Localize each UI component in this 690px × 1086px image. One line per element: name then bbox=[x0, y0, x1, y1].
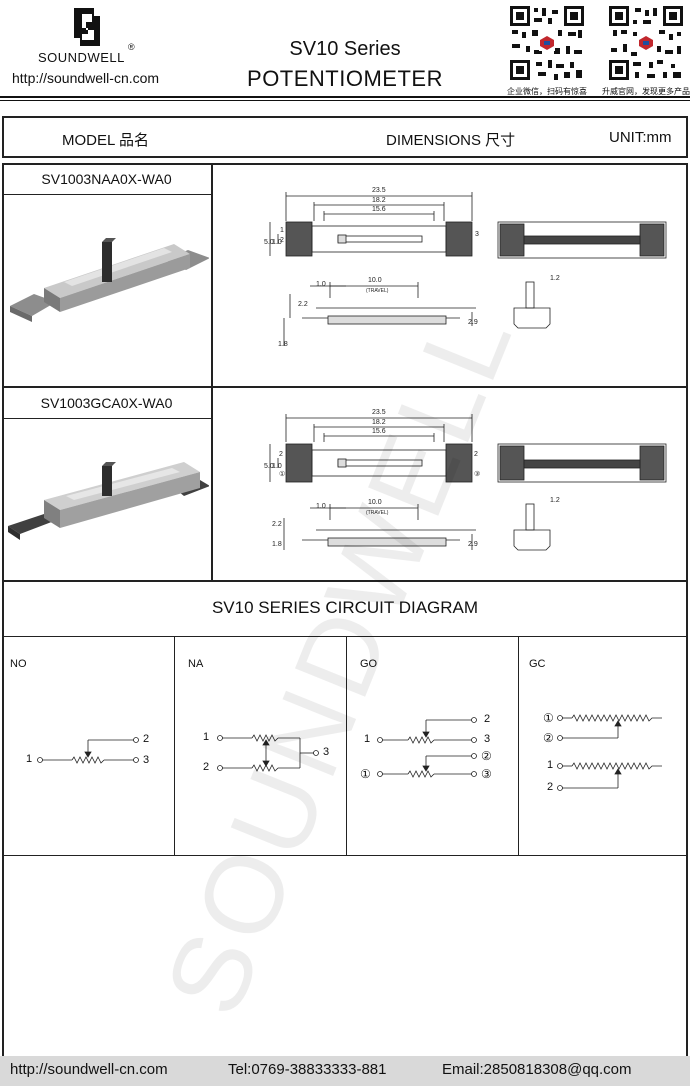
pin-label: ② bbox=[543, 731, 554, 745]
registered-mark: ® bbox=[128, 42, 135, 52]
circuit-label-go: GO bbox=[360, 658, 378, 670]
circuit-row-top bbox=[2, 636, 688, 637]
pin-label: 3 bbox=[475, 231, 479, 238]
pin-label: 2 bbox=[279, 451, 283, 458]
column-divider bbox=[211, 163, 213, 582]
dim-1-0b: 1.0 bbox=[316, 281, 326, 288]
circuit-gc: ① ② 1 2 bbox=[538, 706, 678, 796]
pin-label: ① bbox=[543, 711, 554, 725]
dimensions-column-header: DIMENSIONS 尺寸 bbox=[386, 132, 516, 149]
dim-5-0: 5.0 bbox=[264, 239, 274, 246]
soundwell-logo bbox=[72, 6, 102, 50]
circuit-label-gc: GC bbox=[529, 658, 546, 670]
dim-23-5: 23.5 bbox=[372, 187, 386, 194]
pin-label: 1 bbox=[547, 759, 554, 771]
model-label-underline bbox=[2, 418, 211, 419]
model-column-header: MODEL 品名 bbox=[62, 132, 149, 149]
circuit-go: 1 2 3 ① ② ③ bbox=[356, 712, 514, 788]
circuit-label-no: NO bbox=[10, 658, 27, 670]
dim-1-8: 1.8 bbox=[272, 541, 282, 548]
product-photo-naa bbox=[4, 220, 210, 330]
table-header-row bbox=[2, 116, 688, 158]
pin-label: 3 bbox=[484, 733, 491, 745]
circuit-diagram-title: SV10 SERIES CIRCUIT DIAGRAM bbox=[211, 598, 479, 617]
dim-5-0: 5.0 bbox=[264, 463, 274, 470]
dim-travel: 10.0 bbox=[368, 277, 382, 284]
row-divider bbox=[2, 386, 688, 388]
travel-note: (TRAVEL) bbox=[366, 510, 389, 516]
circuit-col-divider bbox=[518, 636, 519, 855]
qr-caption-wechat: 企业微信，扫码有惊喜 bbox=[507, 87, 587, 96]
dimension-drawing-naa: 23.5 18.2 15.6 5.0 1.0 1 2 3 10.0 (TRAVE… bbox=[250, 176, 680, 376]
circuit-col-divider bbox=[174, 636, 175, 855]
footer-email[interactable]: Email:2850818308@qq.com bbox=[442, 1061, 632, 1078]
pin-label: 1 bbox=[26, 753, 33, 765]
dim-18-2: 18.2 bbox=[372, 419, 386, 426]
dim-23-5: 23.5 bbox=[372, 409, 386, 416]
model-label-underline bbox=[2, 194, 211, 195]
pin-label: 1 bbox=[364, 733, 371, 745]
dim-1-2: 1.2 bbox=[550, 275, 560, 282]
header-divider bbox=[0, 96, 690, 98]
pin-label: 2 bbox=[547, 781, 554, 793]
qr-code-wechat bbox=[508, 4, 586, 82]
pin-label: 2 bbox=[143, 733, 150, 745]
header-divider-thin bbox=[0, 100, 690, 101]
dim-2-9: 2.9 bbox=[468, 541, 478, 548]
circuit-label-na: NA bbox=[188, 658, 204, 670]
dim-18-2: 18.2 bbox=[372, 197, 386, 204]
unit-label: UNIT:mm bbox=[609, 129, 672, 146]
dim-15-6: 15.6 bbox=[372, 206, 386, 213]
dimension-drawing-gca: 23.5 18.2 15.6 5.0 1.0 2 ① 2 ③ 10.0 (TRA… bbox=[250, 400, 680, 570]
dim-2-2: 2.2 bbox=[272, 521, 282, 528]
travel-note: (TRAVEL) bbox=[366, 288, 389, 294]
circuit-no: 1 2 3 bbox=[10, 720, 170, 780]
pin-label: ① bbox=[360, 767, 371, 781]
circuit-na: 1 2 3 bbox=[190, 724, 340, 784]
model-name: SV1003NAA0X-WA0 bbox=[41, 171, 172, 187]
dim-2-2: 2.2 bbox=[298, 301, 308, 308]
pin-label: 3 bbox=[323, 746, 330, 758]
model-name: SV1003GCA0X-WA0 bbox=[40, 395, 173, 411]
dim-1-0: 1.0 bbox=[272, 239, 282, 246]
header-url[interactable]: http://soundwell-cn.com bbox=[12, 70, 160, 86]
dim-15-6: 15.6 bbox=[372, 428, 386, 435]
dim-1-8: 1.8 bbox=[278, 341, 288, 348]
dim-1-0: 1.0 bbox=[272, 463, 282, 470]
pin-label: 2 bbox=[484, 713, 491, 725]
dim-1-0b: 1.0 bbox=[316, 503, 326, 510]
series-title: SV10 Series bbox=[289, 38, 401, 60]
pin-label: 2 bbox=[280, 237, 284, 244]
circuit-row-bottom bbox=[2, 855, 688, 856]
pin-label: 1 bbox=[203, 731, 210, 743]
pin-label: ① bbox=[279, 470, 285, 478]
footer-bar: http://soundwell-cn.com Tel:0769-3883333… bbox=[0, 1056, 690, 1086]
product-title: POTENTIOMETER bbox=[247, 66, 443, 91]
row-divider bbox=[2, 580, 688, 582]
dim-travel: 10.0 bbox=[368, 499, 382, 506]
pin-label: ③ bbox=[481, 767, 492, 781]
pin-label: 1 bbox=[280, 227, 284, 234]
brand-name: SOUNDWELL bbox=[38, 50, 125, 65]
pin-label: 2 bbox=[203, 761, 210, 773]
dim-1-2: 1.2 bbox=[550, 497, 560, 504]
pin-label: ② bbox=[481, 749, 492, 763]
pin-label: 3 bbox=[143, 754, 150, 766]
qr-code-website bbox=[607, 4, 685, 82]
dim-2-9: 2.9 bbox=[468, 319, 478, 326]
product-photo-gca bbox=[4, 448, 210, 558]
qr-caption-website: 升威官网，发现更多产品 bbox=[602, 87, 690, 96]
circuit-col-divider bbox=[346, 636, 347, 855]
pin-label: 2 bbox=[474, 451, 478, 458]
pin-label: ③ bbox=[474, 470, 480, 478]
footer-url[interactable]: http://soundwell-cn.com bbox=[10, 1061, 168, 1078]
footer-tel: Tel:0769-38833333-881 bbox=[228, 1061, 387, 1078]
